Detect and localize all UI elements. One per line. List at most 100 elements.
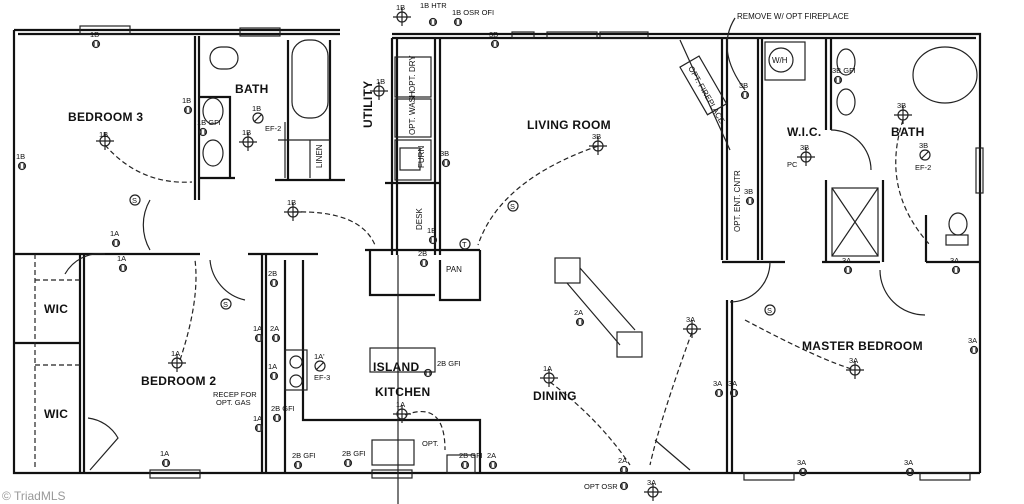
receptacle-icon: 2A [487,451,498,470]
receptacle-icon: 3A [713,379,724,398]
linen-label: LINEN [315,144,324,168]
room-wic-1: WIC [44,302,68,316]
receptacle-icon: 3B [739,81,750,100]
switch-icon: S [507,200,519,212]
circuit-label: 1B [90,30,99,39]
circuit-label: 3A [904,458,913,467]
light-fixture-icon: 1B [393,3,411,26]
circuit-label: 1B [99,130,108,139]
circuit-label: 1A [268,362,277,371]
light-fixture-icon: 1B [284,198,302,221]
receptacle-icon: 1B GFI [197,118,221,137]
opt-ent-cntr-label: OPT. ENT. CNTR [733,170,742,232]
circuit-label: 3A [728,379,737,388]
circuit-label: 2A [270,324,279,333]
receptacle-icon: 2A [618,456,629,475]
receptacle-icon: 3A [728,379,739,398]
opt-fireplace-label: OPT. FIREPLACE [686,65,726,125]
receptacle-icon: 1B OSR OFI [452,8,494,27]
switch-icon: S [129,194,141,206]
room-bedroom-3: BEDROOM 3 [68,110,143,124]
note-ef2: EF-2 [265,124,281,133]
circuit-label: 3B [919,141,928,150]
room-island: ISLAND [373,360,419,374]
receptacle-icon: 1B [16,152,27,171]
circuit-label: 3B [739,81,748,90]
receptacle-icon: 3A [797,458,808,477]
circuit-markers: 1B 1B 1B 1B 1B GFI 1B 1B 1B 1B 1B HTR 1B OSR OFI 3B… [16,1,979,501]
receptacle-icon: 1B HTR [420,1,447,27]
circuit-label: 3B [489,30,498,39]
light-fixture-icon: 1A [393,400,411,423]
room-master-bath: BATH [891,125,925,139]
svg-text:S: S [510,202,515,211]
light-fixture-icon: 3B [589,132,607,155]
note-ef3: EF-3 [314,373,330,382]
light-fixture-icon: 3A [644,478,662,501]
room-kitchen: KITCHEN [375,385,430,399]
circuit-label: 3A [686,315,695,324]
desk-label: DESK [415,208,424,230]
furnace-label: FURN [417,146,426,168]
room-master-bedroom: MASTER BEDROOM [802,339,923,353]
room-bedroom-2: BEDROOM 2 [141,374,216,388]
circuit-label: 1B [16,152,25,161]
room-living: LIVING ROOM [527,118,611,132]
pantry-label: PAN [446,265,462,274]
circuit-label: 1B [182,96,191,105]
receptacle-icon: 2B GFI [271,404,295,423]
circuit-label: 3A [950,256,959,265]
room-bath: BATH [235,82,269,96]
circuit-label: 1B [396,3,405,12]
receptacle-icon: 1A [160,449,171,468]
circuit-label: 2B GFI [459,451,483,460]
receptacle-icon: 2B GFI [292,451,316,470]
receptacle-icon: 1A [110,229,121,248]
receptacle-icon: 2A [574,308,585,327]
note-remove-fireplace: REMOVE W/ OPT FIREPLACE [737,12,849,21]
receptacle-icon: 1B [427,226,438,245]
fixture-labels: PAN DESK LINEN OPT. DRY OPT. WASH OPT. F… [129,55,788,316]
light-fixture-icon: 3B [894,101,912,124]
note-pc: PC [787,160,798,169]
light-fixture-icon: 3A [846,356,864,379]
circuit-label: 1B [376,77,385,86]
receptacle-icon: 2B GFI [423,359,461,378]
circuit-label: 1A [253,414,262,423]
circuit-label: 2B GFI [437,359,461,368]
svg-text:S: S [767,306,772,315]
receptacle-icon: 3A [968,336,979,355]
circuit-label: OPT OSR [584,482,618,491]
circuit-label: 1B [252,104,261,113]
note-opt: OPT. [422,439,439,448]
light-fixture-icon: 3A [683,315,701,338]
circuit-label: 2B GFI [271,404,295,413]
water-heater-label: W/H [772,56,788,65]
walls [12,25,984,504]
thermostat-icon: T [459,238,471,250]
circuit-label: 1A [117,254,126,263]
note-recep-gas-1: RECEP FOR [213,390,257,399]
receptacle-icon: 2B [418,249,429,268]
svg-text:T: T [462,240,467,249]
circuit-label: 3B [800,143,809,152]
receptacle-icon: 1A [253,414,264,433]
circuit-label: 1A' [314,352,325,361]
circuit-label: 3A [842,256,851,265]
receptacle-icon: 1A [253,324,264,343]
room-dining: DINING [533,389,577,403]
receptacle-icon: 3B [440,149,451,168]
circuit-label: 2B [268,269,277,278]
switch-icon: S [220,298,232,310]
watermark: © TriadMLS [2,489,66,503]
receptacle-icon: 1A [268,362,279,381]
circuit-label: 1A [253,324,262,333]
exhaust-fan-icon: 1B [252,104,264,124]
switch-icon: S [764,304,776,316]
circuit-label: 1B OSR OFI [452,8,494,17]
receptacle-icon: 1B [182,96,193,115]
light-fixture-icon: 1B [370,77,388,100]
room-utility: UTILITY [361,81,375,128]
svg-text:S: S [223,300,228,309]
note-ef2-master: EF-2 [915,163,931,172]
